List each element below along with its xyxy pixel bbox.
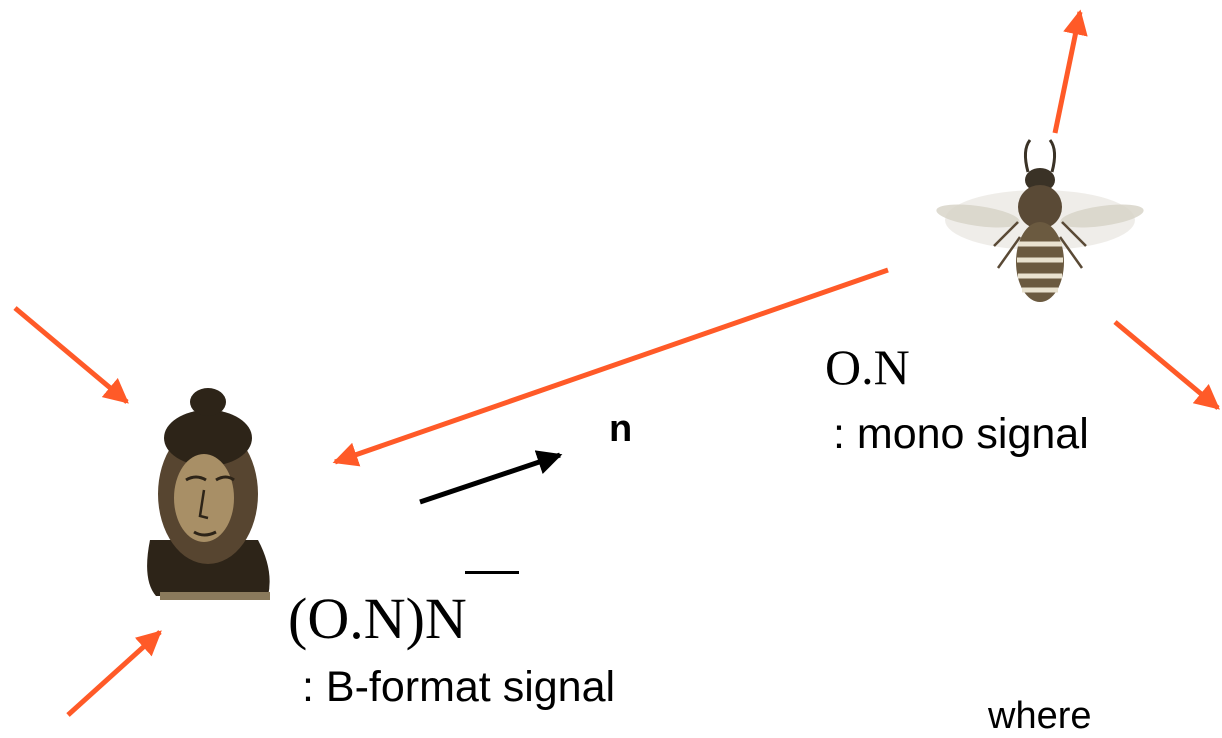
bformat-signal-description: : B-format signal (302, 663, 616, 711)
direction-vector-label: n (609, 408, 633, 450)
where-label: where (988, 695, 1092, 737)
ray-arrow-bottomleft-to-head (66, 630, 162, 717)
bformat-signal-expression: (O.N)N (288, 586, 467, 651)
ray-arrow-up-from-bee (1052, 9, 1088, 134)
diagram-canvas: O.N : mono signal n (O.N)N : B-format si… (13, 9, 1220, 737)
mono-signal-description: : mono signal (833, 410, 1089, 458)
n-overbar (465, 571, 519, 574)
bee-icon (936, 139, 1144, 302)
ray-arrow-topleft-to-head (13, 306, 129, 404)
ray-arrow-bee-to-head (332, 267, 889, 467)
mono-signal-expression: O.N (825, 339, 910, 395)
direction-vector-arrow (419, 450, 563, 505)
ray-arrow-right-from-bee (1113, 320, 1220, 410)
buddha-head-icon (147, 388, 270, 600)
